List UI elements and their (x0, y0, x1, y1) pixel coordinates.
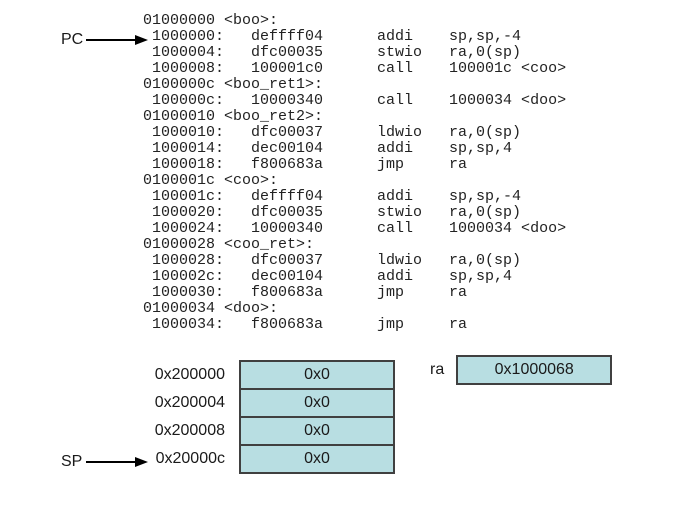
sp-label: SP (61, 453, 83, 470)
ra-register-value: 0x1000068 (494, 361, 574, 378)
stack-cell-value: 0x0 (304, 422, 330, 439)
stack-address-label: 0x200004 (154, 394, 225, 411)
disassembly-listing: 01000000 <boo>: 1000000: deffff04 addi s… (143, 12, 567, 333)
stack-cell: 0x0 (239, 388, 395, 418)
stack-address-label: 0x200008 (154, 422, 225, 439)
stack-row: 0x200000 0x0 (115, 360, 395, 390)
stack-address-label: 0x20000c (155, 450, 225, 467)
stack-cell-value: 0x0 (304, 394, 330, 411)
stack-cell: 0x0 (239, 416, 395, 446)
ra-register: ra 0x1000068 (430, 355, 613, 385)
stack-row: 0x20000c 0x0 (115, 444, 395, 474)
stack-row: 0x200008 0x0 (115, 416, 395, 446)
stack-row: 0x200004 0x0 (115, 388, 395, 418)
stack-cell: 0x0 (239, 444, 395, 474)
stack-cell-value: 0x0 (304, 366, 330, 383)
stack-cell-value: 0x0 (304, 450, 330, 467)
pc-arrow-icon (86, 35, 148, 45)
sp-arrow-icon (86, 457, 148, 467)
ra-register-label: ra (430, 361, 445, 378)
ra-register-cell: 0x1000068 (456, 355, 613, 385)
pc-label: PC (61, 31, 84, 48)
stack-cell: 0x0 (239, 360, 395, 390)
stack-address-label: 0x200000 (154, 366, 225, 383)
